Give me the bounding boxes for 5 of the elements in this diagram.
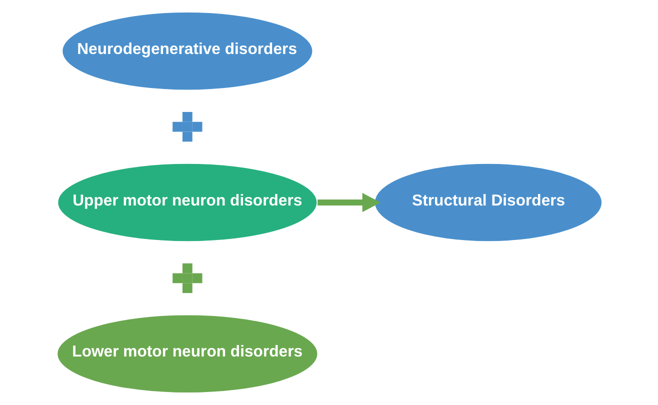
node-ellipse: Structural Disorders (373, 162, 602, 242)
node-ellipse: Neurodegenerative disorders (61, 12, 313, 91)
node-ellipse: Lower motor neuron disorders (56, 314, 318, 394)
arrow (317, 192, 380, 212)
node-ellipse: Upper motor neuron disorders (56, 162, 318, 242)
